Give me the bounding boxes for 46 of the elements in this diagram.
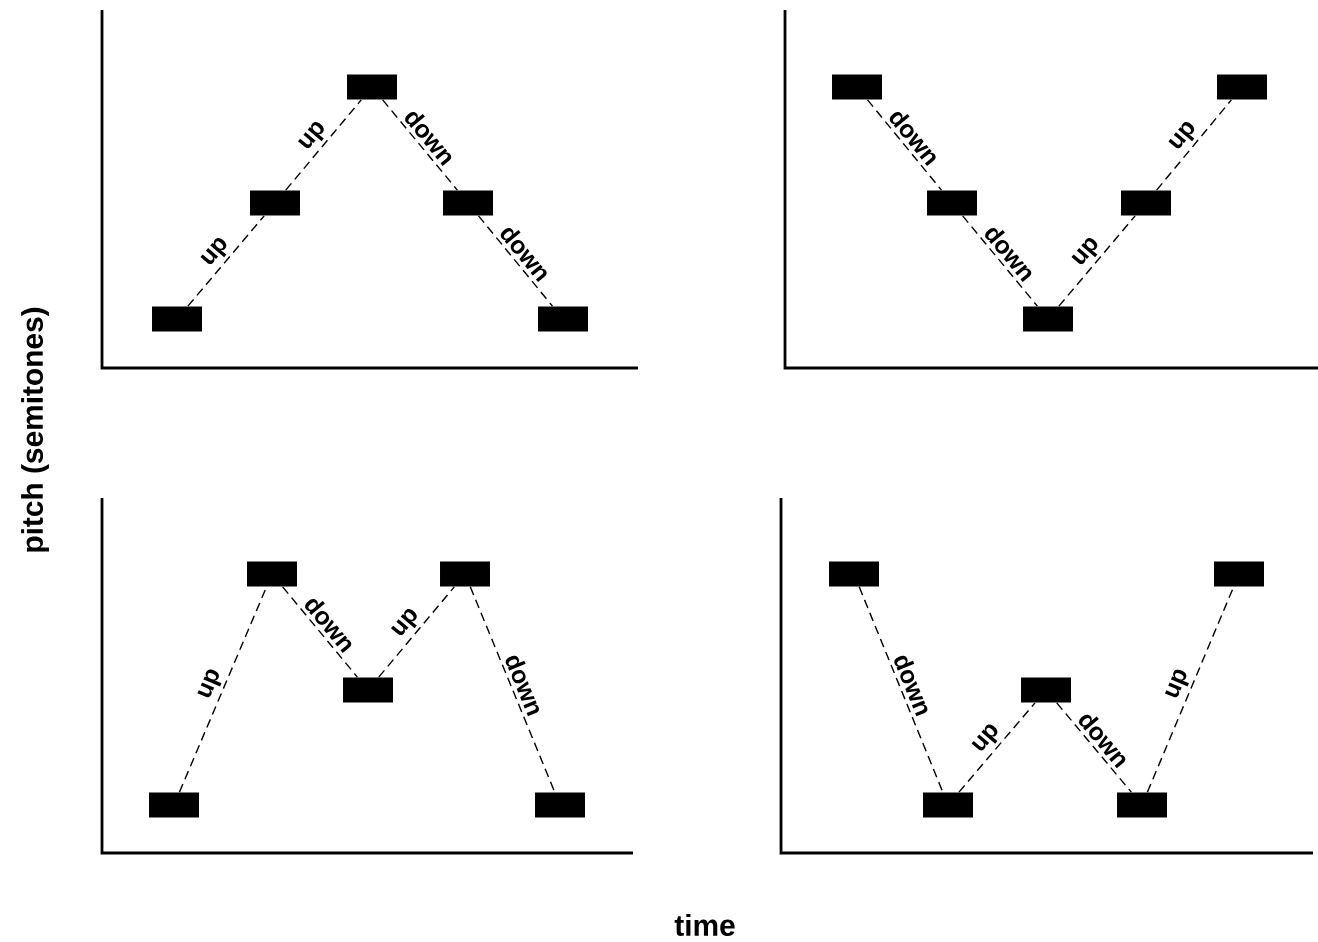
dashed-line [378, 586, 455, 678]
note-block [1117, 792, 1167, 818]
note-block [1214, 561, 1264, 587]
edge-label: up [1168, 122, 1195, 149]
edge-label: up [391, 609, 417, 636]
note-block [1217, 74, 1267, 100]
dashed-line [187, 215, 265, 307]
note-block [923, 792, 973, 818]
note-block [443, 190, 493, 216]
note-block [927, 190, 977, 216]
note-block [440, 561, 490, 587]
axis-label: time [674, 914, 735, 936]
note-block [1021, 677, 1071, 703]
note-block [829, 561, 879, 587]
edge-label: up [1071, 238, 1098, 264]
dashed-line [285, 99, 362, 191]
note-block [347, 74, 397, 100]
dashed-line [1058, 215, 1136, 307]
note-block [1121, 190, 1171, 216]
axis-label: pitch (semitones) [21, 307, 49, 552]
note-block [343, 677, 393, 703]
dashed-line [1056, 702, 1132, 793]
edge-label: down [505, 655, 539, 717]
note-block [1023, 306, 1073, 332]
note-block [152, 306, 202, 332]
dashed-line [281, 586, 359, 678]
dashed-line [858, 586, 944, 793]
edge-label: up [1165, 669, 1189, 698]
note-block [832, 74, 882, 100]
edge-label: up [298, 122, 324, 149]
edge-label: up [200, 238, 227, 264]
note-block [149, 792, 199, 818]
note-block [250, 190, 300, 216]
dashed-line [866, 99, 943, 191]
edge-label: up [197, 669, 222, 698]
dashed-line [469, 586, 556, 793]
dashed-line [1155, 99, 1233, 191]
dashed-line [381, 99, 459, 191]
note-block [535, 792, 585, 818]
dashed-line [477, 215, 554, 307]
note-block [538, 306, 588, 332]
dashed-line [958, 702, 1036, 793]
edge-label: up [971, 724, 998, 751]
note-block [247, 561, 297, 587]
dashed-line [961, 215, 1039, 307]
edge-label: down [894, 655, 928, 717]
